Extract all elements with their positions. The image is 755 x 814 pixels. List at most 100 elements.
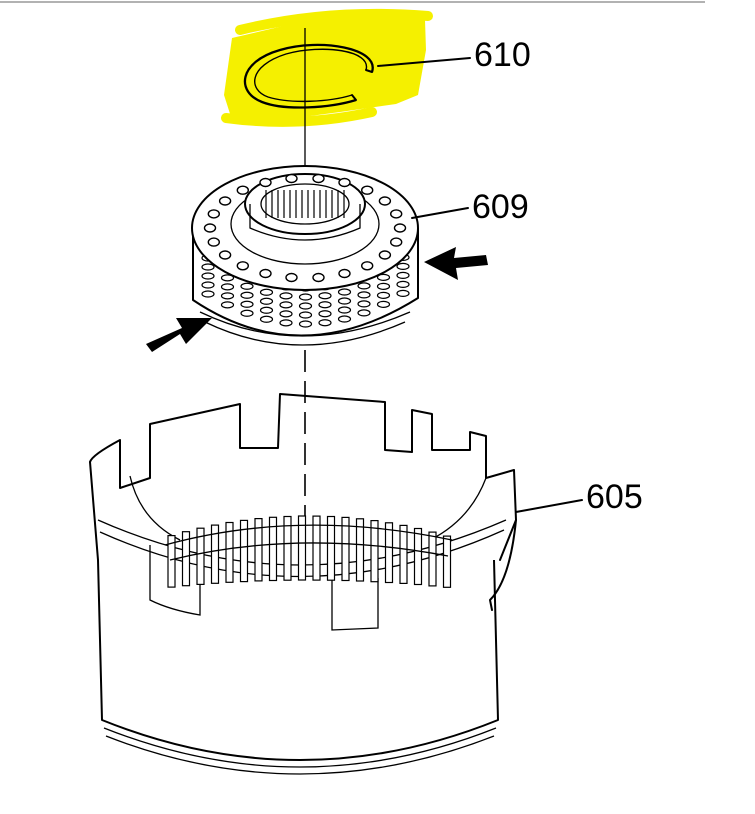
spring-coil	[396, 280, 410, 288]
spring-coil	[396, 271, 410, 279]
plate-hole	[207, 209, 221, 219]
spring-coil	[337, 297, 352, 305]
spring-coil	[201, 272, 215, 280]
plate-hole	[285, 173, 298, 184]
spring-coil	[376, 291, 391, 299]
spline-tooth	[239, 519, 249, 583]
spring-coil	[220, 283, 235, 291]
plate-hole	[378, 250, 392, 260]
spring-coil	[318, 292, 332, 300]
spring-coil	[396, 262, 410, 270]
spring-coil	[279, 319, 293, 327]
plate-hole	[259, 268, 272, 279]
spline-tooth	[254, 517, 263, 582]
spring-coil	[259, 306, 274, 314]
spline-tooth	[225, 521, 234, 583]
plate-hole	[203, 223, 217, 233]
spring-coil	[357, 309, 371, 317]
plate-hole	[218, 196, 232, 206]
spline-tooth	[268, 516, 278, 582]
spring-coil	[279, 301, 293, 309]
spline-tooth	[297, 515, 307, 581]
arrow-left	[146, 318, 212, 352]
plate-hole	[285, 272, 298, 283]
plate-holes	[203, 173, 407, 283]
spring-coil	[220, 292, 235, 300]
plate-hole	[236, 185, 250, 195]
spline-tooth	[355, 518, 365, 582]
leader-lines	[377, 57, 583, 513]
spline-tooth	[196, 527, 205, 586]
spring-coil	[376, 282, 391, 290]
spline-tooth	[181, 531, 191, 587]
spline-tooth	[370, 519, 379, 583]
spring-coil	[376, 273, 391, 281]
highlight-mark	[221, 8, 433, 127]
callout-605: 605	[586, 478, 643, 516]
spring-coil	[318, 301, 332, 309]
spring-coil	[357, 291, 371, 299]
spring-coil	[298, 320, 313, 328]
spline-tooth	[442, 535, 452, 588]
plate-hole	[361, 261, 374, 271]
spline-tooth	[399, 524, 408, 585]
spring-coil	[240, 309, 254, 317]
spring-coil	[298, 311, 313, 319]
spring-coil	[298, 302, 313, 310]
spring-coil	[337, 288, 352, 296]
spring-coil	[259, 315, 274, 323]
leader-605	[515, 499, 583, 513]
plate-hole	[338, 268, 351, 279]
arrow-right	[424, 247, 488, 280]
plate-hole	[218, 250, 232, 260]
spring-coil	[240, 291, 254, 299]
plate-hole	[390, 237, 403, 247]
plate-hole	[312, 272, 325, 283]
leader-609	[411, 207, 469, 219]
plate-hole	[259, 177, 272, 188]
spring-coil	[357, 300, 371, 308]
plate-hole	[361, 185, 374, 195]
spring-coil	[318, 319, 332, 327]
spline-tooth	[283, 515, 292, 581]
callout-610: 610	[474, 36, 531, 74]
spring-coil	[259, 297, 274, 305]
plate-hole	[312, 173, 325, 184]
spline-tooth	[341, 516, 350, 582]
spring-coil	[357, 282, 371, 290]
spring-coil	[396, 289, 410, 297]
spring-coil	[220, 301, 235, 309]
plate-hole	[207, 237, 221, 247]
spline-tooth	[167, 534, 176, 588]
spring-coil	[337, 306, 352, 314]
leader-610	[377, 57, 471, 67]
spring-coil	[337, 315, 352, 323]
spline-tooth	[428, 531, 437, 587]
spline-tooth	[413, 527, 423, 586]
housing	[89, 393, 517, 775]
inner-splines	[167, 515, 452, 588]
spring-coil	[201, 263, 215, 271]
spline-tooth	[312, 515, 321, 581]
spline-tooth	[210, 524, 220, 584]
spring-coil	[240, 300, 254, 308]
spring-coil	[298, 293, 313, 301]
spline-tooth	[384, 522, 394, 584]
spring-assembly	[191, 165, 419, 346]
spring-coil	[240, 282, 254, 290]
spring-coil	[318, 310, 332, 318]
spline-tooth	[326, 515, 336, 581]
snap-ring	[243, 43, 374, 109]
plate-hole	[338, 177, 351, 188]
spring-coil	[201, 290, 215, 298]
spring-coil	[376, 300, 391, 308]
spring-coil	[279, 310, 293, 318]
plate-hole	[393, 223, 407, 233]
callout-609: 609	[472, 188, 529, 226]
spring-coil	[259, 288, 274, 296]
spring-coil	[220, 274, 235, 282]
plate-hole	[236, 261, 250, 271]
plate-hole	[378, 196, 392, 206]
